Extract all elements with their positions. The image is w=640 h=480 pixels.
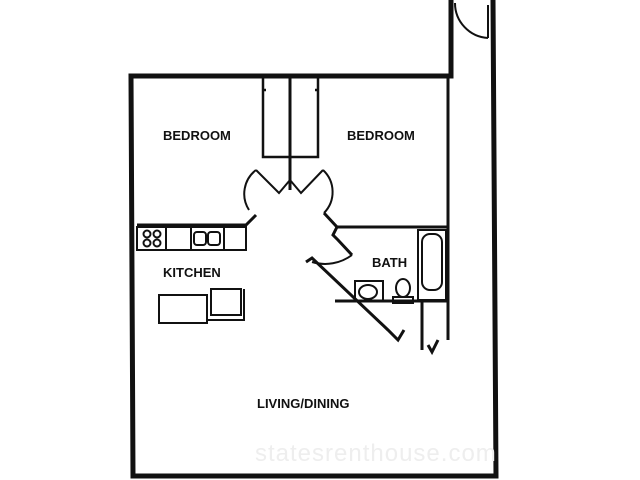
room-label-bath: BATH bbox=[372, 255, 408, 270]
bath-door bbox=[311, 254, 353, 265]
room-label-bedroom-left: BEDROOM bbox=[163, 128, 231, 143]
room-label-living-dining: LIVING/DINING bbox=[257, 396, 350, 411]
bedroom-doors bbox=[243, 169, 334, 214]
room-label-kitchen: KITCHEN bbox=[163, 265, 221, 280]
closets bbox=[261, 78, 320, 159]
room-label-bedroom-right: BEDROOM bbox=[347, 128, 415, 143]
kitchen-island bbox=[158, 288, 245, 324]
watermark: statesrenthouse.com bbox=[255, 440, 497, 467]
entry-door bbox=[453, 2, 489, 39]
kitchen-counter bbox=[136, 226, 247, 251]
exterior-walls bbox=[128, 0, 499, 479]
interior-walls bbox=[137, 76, 450, 356]
bath-fixtures bbox=[354, 229, 447, 304]
